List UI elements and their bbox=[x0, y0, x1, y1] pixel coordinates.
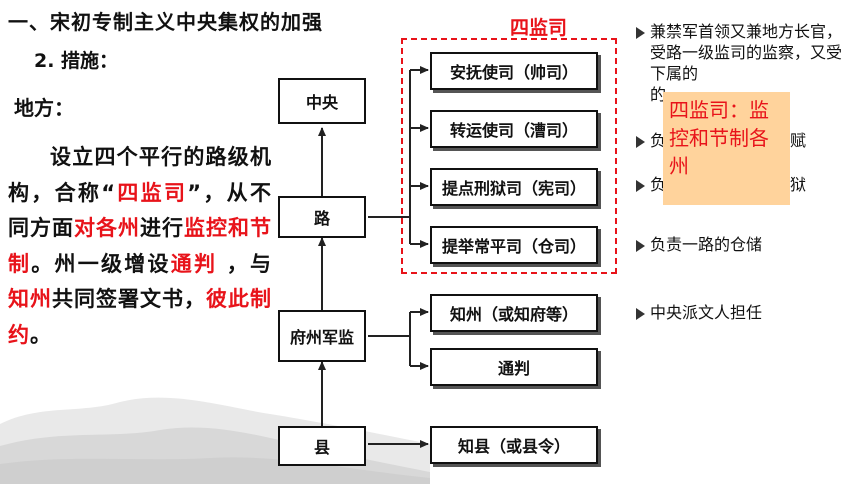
node-zhizhou: 知州（或知府等） bbox=[430, 294, 598, 332]
highlight-text: 彼此制约 bbox=[8, 287, 272, 347]
lesson-heading: 一、宋初专制主义中央集权的加强 bbox=[8, 10, 323, 34]
highlight-text: 对各州 bbox=[74, 216, 140, 240]
node-tiju-changping-office: 提举常平司（仓司） bbox=[430, 226, 598, 264]
highlight-text: 通判 bbox=[170, 251, 218, 276]
note-xian-si-start: 负 bbox=[650, 175, 667, 194]
node-county: 县 bbox=[278, 426, 366, 466]
bullet-arrow-icon bbox=[636, 27, 645, 39]
node-prefecture: 府州军监 bbox=[278, 310, 366, 362]
note-cang-si: 负责一路的仓储 bbox=[650, 235, 763, 254]
paragraph-text: 。州一级增设 bbox=[31, 251, 171, 276]
highlight-text: 监控和节制 bbox=[8, 216, 272, 276]
note-cao-si-start: 负 bbox=[650, 131, 667, 150]
local-label: 地方： bbox=[14, 96, 74, 120]
highlight-text: 知州 bbox=[8, 287, 52, 311]
popup-callout: 四监司：监控和节制各州 bbox=[663, 92, 790, 205]
description-paragraph: 设立四个平行的路级机构，合称“四监司”，从不同方面对各州进行监控和节制。州一级增… bbox=[8, 140, 272, 353]
node-zhuanyun-office: 转运使司（漕司） bbox=[430, 110, 598, 148]
note-zhizhou: 中央派文人担任 bbox=[650, 303, 763, 322]
node-anfu-office: 安抚使司（帅司） bbox=[430, 52, 598, 90]
node-circuit: 路 bbox=[278, 196, 366, 238]
bullet-arrow-icon bbox=[636, 136, 645, 148]
node-tongpan: 通判 bbox=[430, 348, 598, 386]
bullet-arrow-icon bbox=[636, 180, 645, 192]
bullet-arrow-icon bbox=[636, 240, 645, 252]
four-offices-dashed-frame bbox=[401, 38, 617, 274]
paragraph-text: 共同签署文书， bbox=[52, 287, 206, 311]
note-shuai-si: 兼禁军首领又兼地方长官，受路一级监司的监察，又受下属的 bbox=[650, 22, 843, 83]
node-zhixian: 知县（或县令） bbox=[430, 426, 598, 464]
node-central: 中央 bbox=[278, 78, 366, 124]
note-cao-si-end: 赋 bbox=[790, 131, 807, 150]
paragraph-text: 进行 bbox=[140, 216, 184, 240]
four-supervisory-label: 四监司 bbox=[510, 17, 568, 39]
bullet-arrow-icon bbox=[636, 308, 645, 320]
measures-subheading: 2. 措施： bbox=[34, 50, 119, 72]
highlight-text: 四监司 bbox=[116, 180, 188, 205]
paragraph-text: 。 bbox=[30, 322, 52, 347]
paragraph-text: ”，从不同方面 bbox=[8, 180, 272, 241]
note-shuai-si-end: 的 bbox=[650, 85, 667, 104]
paragraph-text: 设立四个平行的路级机构，合称“ bbox=[8, 145, 272, 205]
node-tidian-xingyu-office: 提点刑狱司（宪司） bbox=[430, 168, 598, 206]
note-xian-si-end: 狱 bbox=[790, 175, 807, 194]
paragraph-text: ，与 bbox=[217, 251, 273, 276]
